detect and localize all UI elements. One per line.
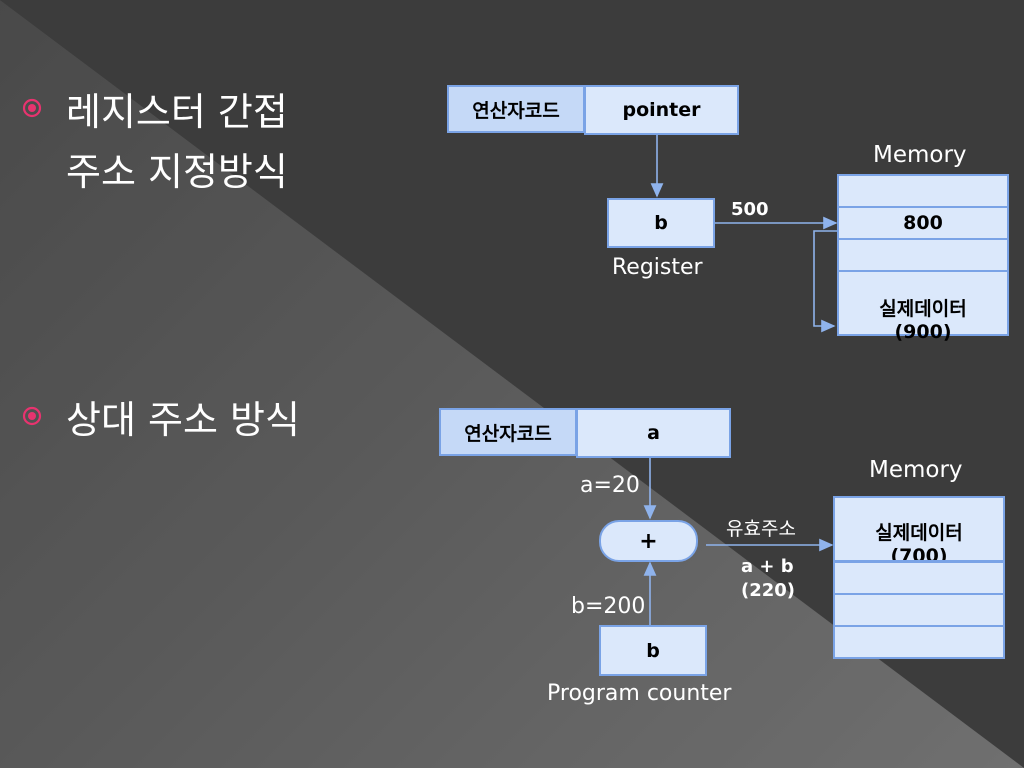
bullet-text: 상대 주소 방식	[66, 398, 300, 442]
bottom-memory-cell-2	[833, 593, 1005, 627]
program-counter-box: b	[599, 625, 707, 676]
bullet-icon	[22, 406, 42, 426]
bullet-register-indirect: 레지스터 간접 주소 지정방식	[22, 82, 288, 202]
bottom-memory-cell-3	[833, 625, 1005, 659]
adder-symbol: +	[639, 528, 658, 554]
top-opcode-field: 연산자코드	[447, 85, 585, 133]
top-memory-cell-3: 실제데이터 (900)	[837, 270, 1009, 343]
top-arrow-label: 500	[731, 199, 769, 220]
bullet-icon	[22, 98, 42, 118]
bottom-operand-field: a	[576, 408, 731, 458]
top-memory-cell-2	[837, 238, 1009, 272]
effective-address-label: 유효주소	[726, 518, 796, 540]
bullet-text-line1: 레지스터 간접	[66, 90, 288, 134]
a-value-label: a=20	[580, 473, 640, 498]
bottom-memory-data: 실제데이터 (700)	[875, 522, 963, 562]
top-memory-cell-1: 800	[837, 206, 1009, 240]
formula-line2: (220)	[741, 580, 796, 601]
top-memory-cell-0	[837, 174, 1009, 208]
program-counter-label: Program counter	[547, 681, 732, 706]
bottom-operand-text: a	[647, 422, 660, 444]
register-label: Register	[612, 255, 703, 280]
register-box: b	[607, 198, 715, 248]
bullet-text-line2: 주소 지정방식	[66, 150, 288, 194]
formula-line1: a + b	[741, 556, 794, 577]
top-memory-value-800: 800	[903, 212, 943, 234]
bottom-memory-cell-0: 실제데이터 (700)	[833, 496, 1005, 562]
bottom-memory-cell-1	[833, 561, 1005, 595]
program-counter-value: b	[646, 639, 660, 662]
top-memory-data: 실제데이터 (900)	[879, 298, 967, 343]
bullet-relative-address: 상대 주소 방식	[22, 390, 300, 450]
register-value: b	[654, 212, 668, 234]
top-opcode-text: 연산자코드	[472, 99, 560, 122]
top-memory-title: Memory	[873, 142, 967, 168]
bottom-memory-title: Memory	[869, 457, 963, 483]
top-operand-text: pointer	[622, 99, 701, 121]
bottom-opcode-field: 연산자코드	[439, 408, 577, 456]
bottom-opcode-text: 연산자코드	[464, 422, 552, 445]
top-operand-field: pointer	[584, 85, 739, 135]
b-value-label: b=200	[571, 594, 646, 619]
adder: +	[599, 520, 698, 562]
